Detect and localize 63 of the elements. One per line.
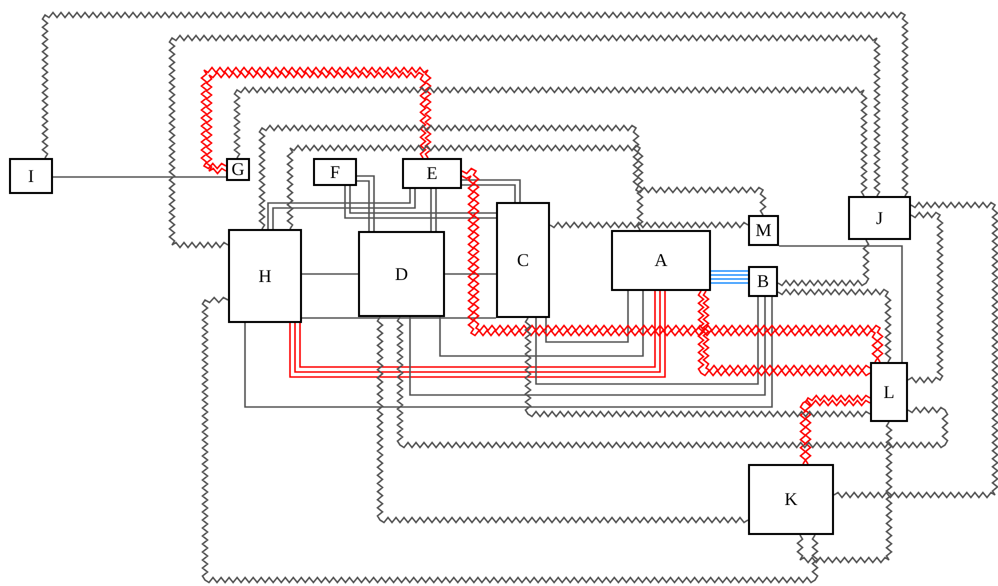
connector-line bbox=[344, 186, 496, 219]
zigzag-connector bbox=[796, 422, 893, 564]
node-label: G bbox=[232, 159, 244, 180]
connector-line bbox=[462, 179, 521, 202]
node-label: F bbox=[330, 162, 340, 182]
zigzag-connector bbox=[376, 316, 748, 524]
node-box bbox=[402, 158, 462, 189]
connector-line bbox=[462, 184, 516, 202]
connector-line bbox=[430, 189, 432, 231]
node-box bbox=[228, 229, 302, 323]
node-box bbox=[748, 266, 778, 297]
zigzag-connector bbox=[908, 211, 944, 384]
zigzag-connector bbox=[201, 296, 819, 584]
connector-line bbox=[53, 176, 226, 178]
node-label: B bbox=[756, 271, 769, 292]
node-box bbox=[748, 215, 779, 246]
zigzag-connector bbox=[778, 240, 870, 287]
connector-line bbox=[711, 282, 748, 284]
node-box bbox=[358, 231, 445, 317]
zigzag-connector bbox=[41, 11, 909, 196]
connector-line bbox=[349, 186, 496, 214]
connector-line bbox=[357, 175, 375, 231]
node-box bbox=[848, 196, 911, 240]
node-box bbox=[870, 362, 908, 422]
node-label: E bbox=[426, 163, 438, 184]
connector-line bbox=[545, 291, 629, 343]
node-box bbox=[226, 158, 250, 181]
node-label: M bbox=[755, 220, 772, 241]
zigzag-connector bbox=[233, 86, 868, 196]
node-box bbox=[748, 464, 834, 535]
node-box bbox=[313, 158, 357, 186]
connector-line bbox=[711, 278, 748, 280]
node-label: H bbox=[258, 266, 272, 286]
connector-line bbox=[409, 297, 766, 396]
connector-line bbox=[711, 274, 748, 276]
connector-line bbox=[445, 273, 496, 275]
connector-line bbox=[711, 270, 748, 272]
node-box bbox=[611, 230, 711, 291]
connector-line bbox=[779, 245, 903, 362]
connector-line bbox=[244, 297, 773, 408]
zigzag-connector bbox=[168, 34, 881, 249]
connector-line bbox=[439, 291, 644, 357]
zigzag-connector bbox=[778, 288, 892, 362]
zigzag-connector bbox=[550, 221, 748, 229]
zigzag-connector bbox=[834, 201, 998, 499]
connector-line bbox=[302, 273, 358, 275]
zigzag-connector bbox=[396, 316, 949, 449]
node-label: J bbox=[876, 208, 883, 228]
node-label: D bbox=[395, 264, 408, 284]
zigzag-connector bbox=[258, 124, 767, 230]
node-box bbox=[496, 202, 550, 318]
connector-line bbox=[357, 180, 370, 231]
zigzag-connector bbox=[286, 144, 644, 230]
connector-line bbox=[302, 317, 496, 319]
connector-line bbox=[535, 297, 759, 385]
node-box bbox=[9, 158, 53, 194]
node-label: A bbox=[654, 250, 668, 271]
node-label: I bbox=[28, 166, 34, 186]
zigzag-connector bbox=[524, 318, 870, 418]
node-label: L bbox=[884, 382, 894, 402]
node-label: K bbox=[784, 489, 798, 510]
node-label: C bbox=[516, 250, 529, 270]
connector-line bbox=[435, 189, 437, 231]
